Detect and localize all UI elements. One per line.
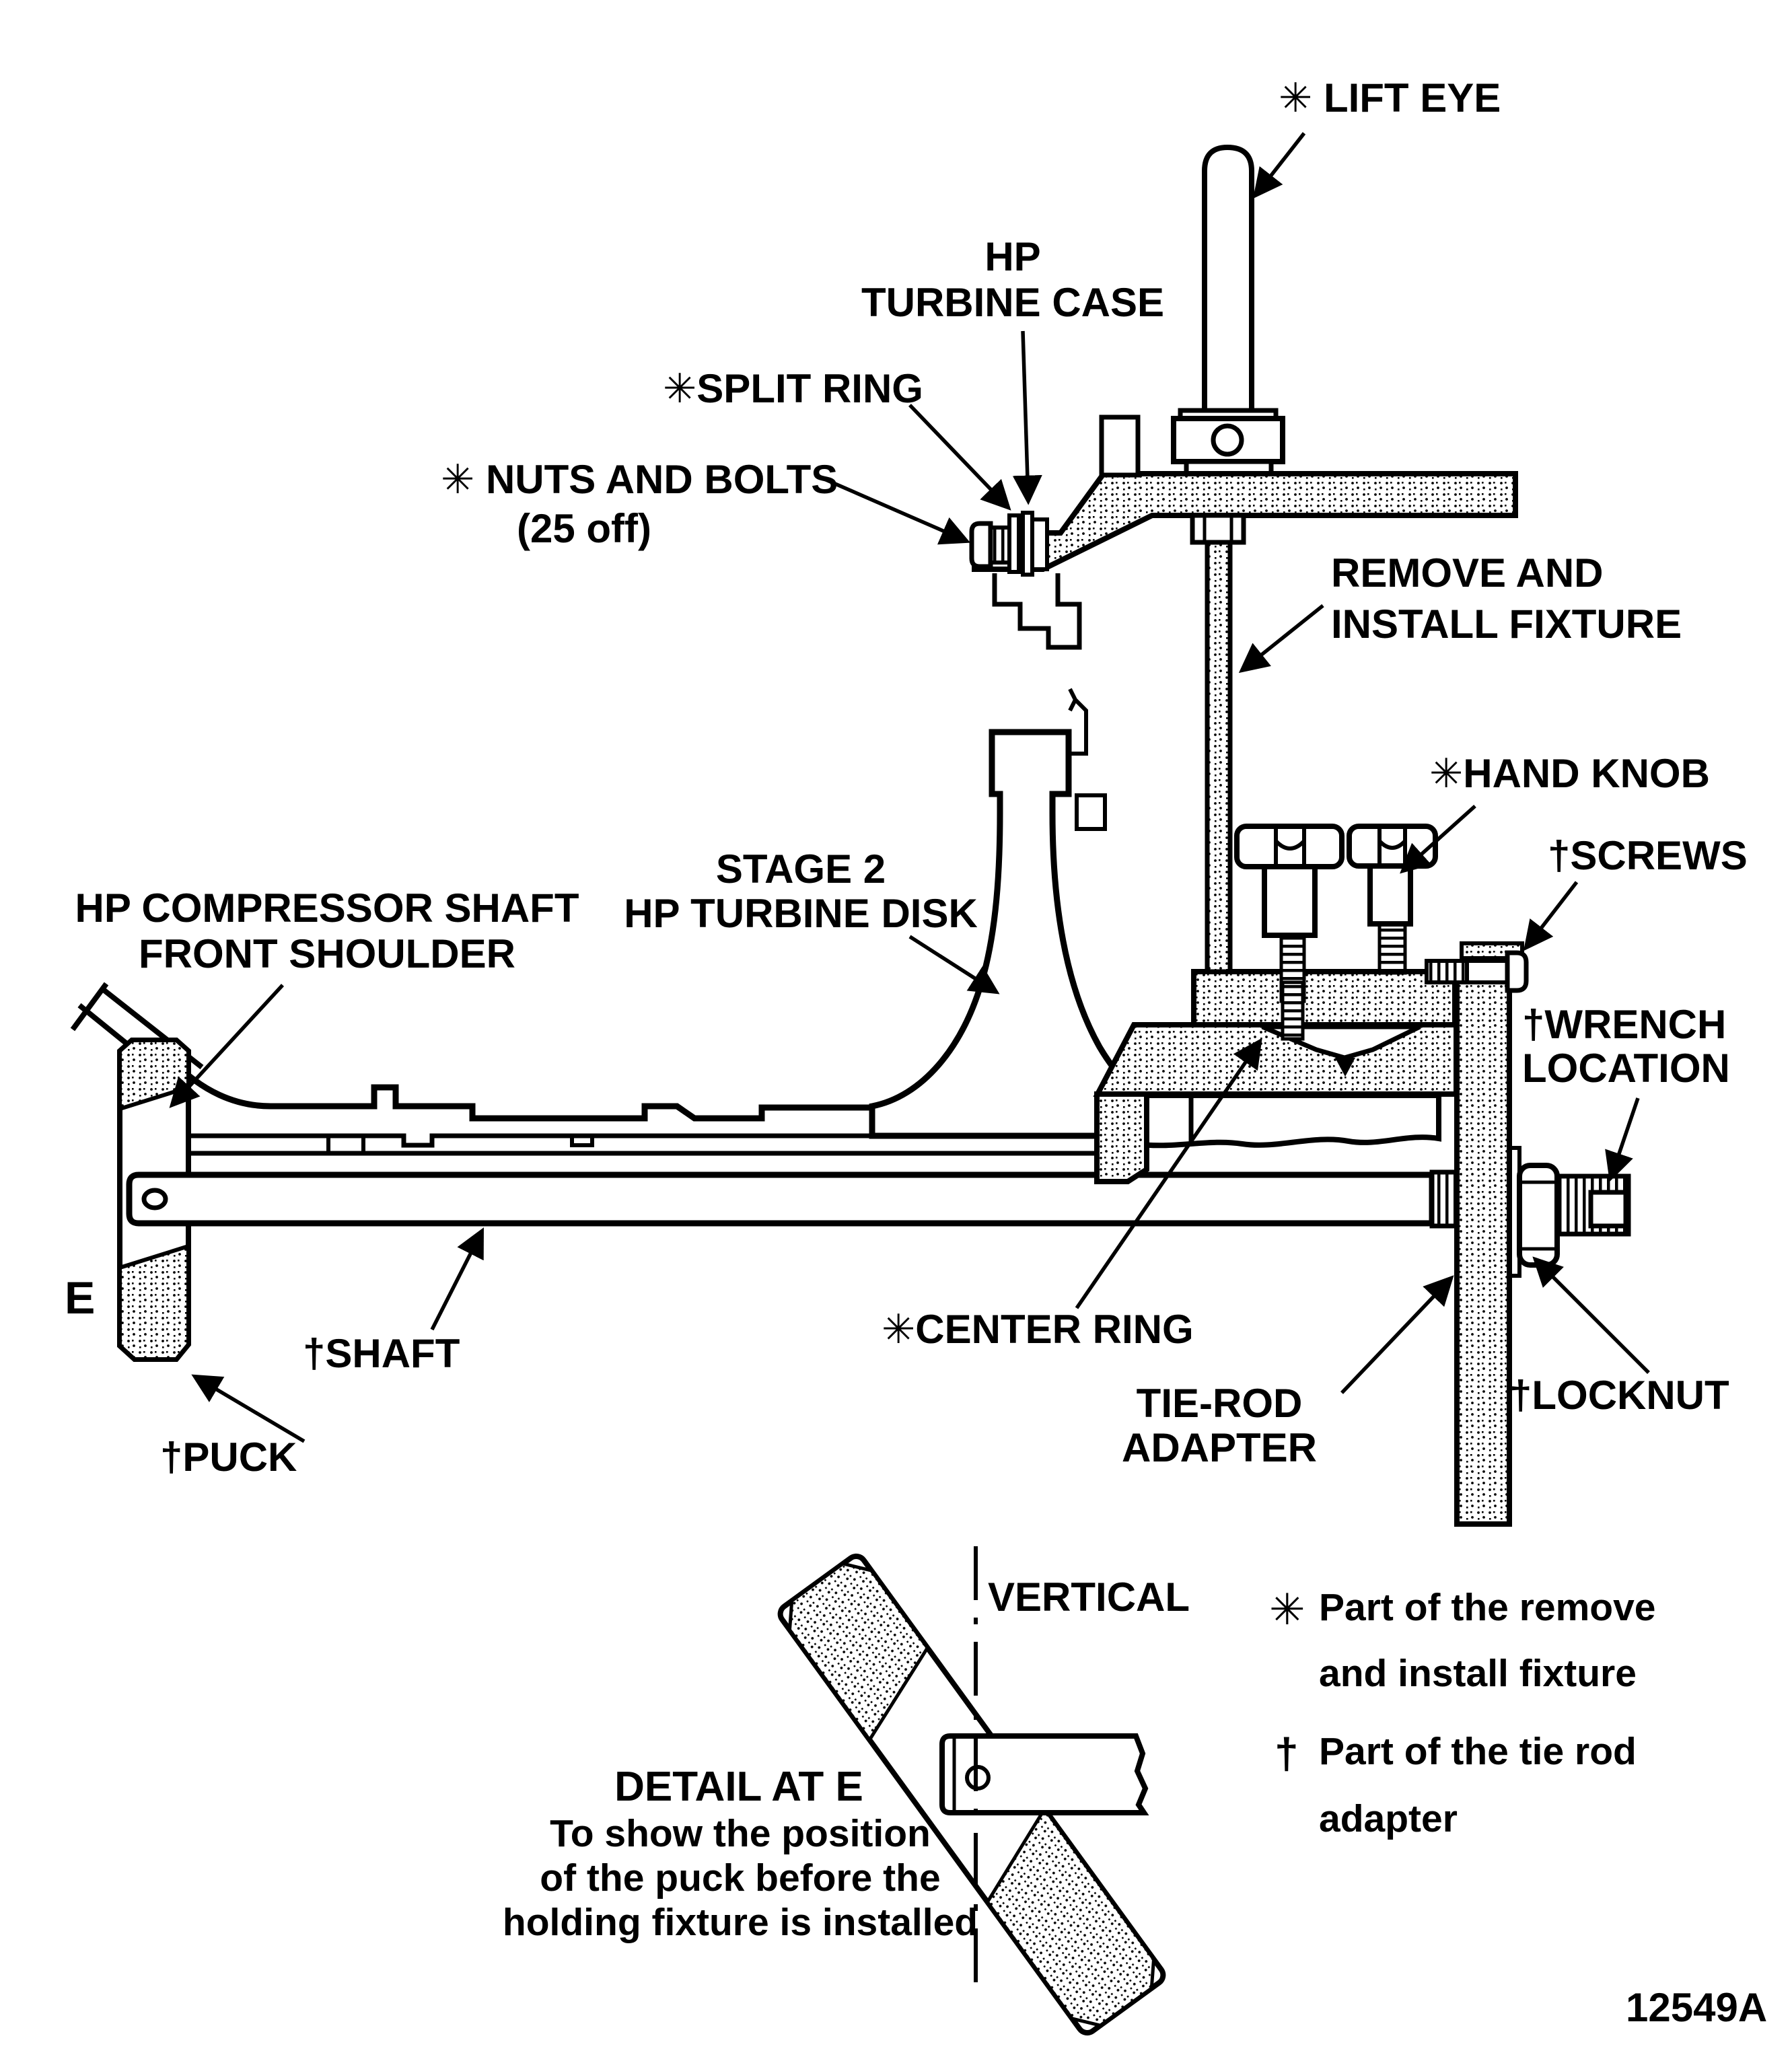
label-puck: †PUCK bbox=[160, 1435, 297, 1480]
label-detail-caption-2: of the puck before the bbox=[540, 1856, 940, 1900]
leader-lift-eye bbox=[1252, 132, 1306, 199]
drum-detail-jogs bbox=[326, 1136, 594, 1153]
knob-stud-left-inner bbox=[1281, 980, 1305, 1041]
center-ring-cylinder bbox=[1134, 1093, 1441, 1149]
legend-fixture-symbol: ✳ bbox=[1269, 1585, 1305, 1634]
adapter-screw-threads bbox=[1425, 959, 1469, 984]
fixture-nut bbox=[1190, 513, 1246, 545]
leader-locknut bbox=[1532, 1256, 1650, 1374]
lift-eye-rod bbox=[1202, 144, 1254, 448]
label-tie-rod-adapter-1: TIE-ROD bbox=[1137, 1381, 1303, 1426]
label-locknut: †LOCKNUT bbox=[1509, 1373, 1729, 1418]
adapter-screw-shank bbox=[1465, 959, 1509, 984]
split-ring-plate bbox=[1007, 513, 1021, 574]
clamp-v-tip bbox=[1335, 1058, 1355, 1077]
leader-hp-turbine-case bbox=[1012, 330, 1042, 505]
knob-stud-right bbox=[1377, 922, 1407, 975]
leader-front-shoulder bbox=[169, 984, 285, 1108]
label-wrench-location-2: LOCATION bbox=[1522, 1046, 1730, 1091]
leader-arrows bbox=[169, 132, 1650, 1443]
label-remove-install-1: REMOVE AND bbox=[1331, 550, 1603, 595]
label-nuts-and-bolts-2: (25 off) bbox=[517, 506, 651, 551]
label-stage2-1: STAGE 2 bbox=[716, 846, 886, 892]
disk-blade-detail bbox=[1068, 688, 1088, 756]
label-detail-caption-3: holding fixture is installed bbox=[503, 1901, 978, 1944]
legend-fixture-line-2: and install fixture bbox=[1319, 1652, 1637, 1695]
leader-stage2-disk bbox=[908, 935, 1000, 995]
bolt-nut bbox=[1030, 517, 1049, 571]
disk-blade-root bbox=[1075, 793, 1107, 831]
legend-adapter-line-2: adapter bbox=[1319, 1797, 1458, 1840]
label-detail-caption-1: To show the position bbox=[550, 1812, 931, 1855]
leader-hand-knob bbox=[1400, 804, 1476, 874]
label-detail-title: DETAIL AT E bbox=[614, 1764, 863, 1810]
detail-puck-stipple-top bbox=[787, 1562, 930, 1743]
shaft-bar bbox=[126, 1171, 1435, 1227]
label-screws: †SCREWS bbox=[1548, 833, 1748, 878]
legend-adapter-symbol: † bbox=[1275, 1729, 1299, 1778]
shaft-tie-rod bbox=[126, 1169, 1519, 1229]
detail-shaft-stub bbox=[939, 1733, 1149, 1815]
drum-top-contour bbox=[170, 1058, 872, 1122]
label-hp-turbine-case-1: HP bbox=[984, 234, 1040, 279]
legend-fixture-line-1: Part of the remove bbox=[1319, 1586, 1655, 1629]
knob-stem-left bbox=[1262, 863, 1318, 938]
locknut-facets bbox=[1519, 1180, 1557, 1251]
leader-nuts-and-bolts bbox=[823, 477, 971, 545]
plate-upright-tab bbox=[1099, 414, 1141, 478]
label-nuts-and-bolts-1: ✳ NUTS AND BOLTS bbox=[441, 457, 838, 502]
bolt-head bbox=[969, 521, 993, 569]
labels: ✳ LIFT EYE HP TURBINE CASE ✳SPLIT RING ✳… bbox=[65, 75, 1767, 2030]
fixture-rod bbox=[1205, 540, 1233, 974]
rotor-assembly bbox=[70, 688, 1163, 1156]
label-shaft: †SHAFT bbox=[303, 1331, 460, 1376]
leader-split-ring bbox=[908, 404, 1011, 511]
wrench-square bbox=[1588, 1190, 1628, 1229]
clevis-pin bbox=[1211, 423, 1244, 457]
leader-center-ring bbox=[1075, 1038, 1262, 1309]
knob-stem-right bbox=[1367, 863, 1413, 927]
center-ring-area bbox=[1134, 1093, 1441, 1149]
bracket-leg bbox=[1094, 1091, 1149, 1184]
fixture-nut-facets bbox=[1203, 515, 1233, 542]
label-hp-turbine-case-2: TURBINE CASE bbox=[861, 280, 1164, 325]
clamp-block bbox=[1191, 969, 1458, 1027]
label-vertical: VERTICAL bbox=[988, 1575, 1190, 1620]
tie-rod-adapter-bar bbox=[1454, 978, 1512, 1527]
leader-puck bbox=[191, 1374, 306, 1443]
adapter-screw-head bbox=[1505, 950, 1529, 993]
leader-remove-install bbox=[1238, 604, 1324, 674]
hp-turbine-case-flange bbox=[992, 573, 1082, 650]
puck-stipple-bottom bbox=[118, 1243, 190, 1361]
leader-screws bbox=[1523, 881, 1579, 951]
label-remove-install-2: INSTALL FIXTURE bbox=[1331, 602, 1682, 647]
compressor-cone-tick bbox=[70, 982, 109, 1032]
remove-install-fixture bbox=[969, 144, 1518, 974]
label-hand-knob: ✳HAND KNOB bbox=[1429, 751, 1710, 796]
label-e-marker: E bbox=[65, 1272, 95, 1324]
label-wrench-location-1: †WRENCH bbox=[1522, 1002, 1726, 1047]
shaft-hole bbox=[141, 1188, 168, 1210]
legend-adapter-line-1: Part of the tie rod bbox=[1319, 1730, 1637, 1773]
label-center-ring: ✳CENTER RING bbox=[882, 1307, 1194, 1352]
leader-shaft bbox=[430, 1227, 484, 1331]
leader-wrench-location bbox=[1605, 1097, 1640, 1182]
leader-tie-rod-adapter bbox=[1340, 1275, 1454, 1394]
figure-number: 12549A bbox=[1626, 1985, 1767, 2030]
label-tie-rod-adapter-2: ADAPTER bbox=[1122, 1425, 1317, 1470]
label-stage2-2: HP TURBINE DISK bbox=[624, 891, 978, 936]
stage2-turbine-disk bbox=[869, 729, 1163, 1139]
knob-detail-left bbox=[1274, 826, 1306, 867]
label-lift-eye: ✳ LIFT EYE bbox=[1279, 75, 1501, 120]
drum-sleeve-line bbox=[176, 1133, 1136, 1148]
detail-at-e bbox=[777, 1546, 1166, 2036]
label-compressor-shoulder-2: FRONT SHOULDER bbox=[139, 931, 515, 976]
label-split-ring: ✳SPLIT RING bbox=[663, 366, 923, 411]
label-compressor-shoulder-1: HP COMPRESSOR SHAFT bbox=[75, 885, 579, 931]
